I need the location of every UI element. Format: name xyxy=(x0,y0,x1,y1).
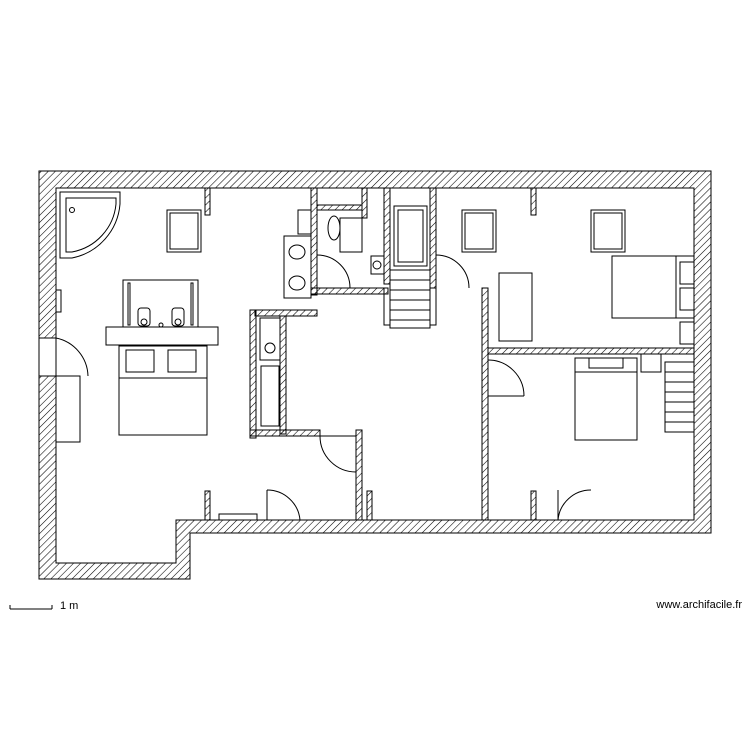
wall-stub-2 xyxy=(361,187,368,219)
wall-stair-east xyxy=(429,187,437,289)
door-south-1 xyxy=(266,489,301,521)
wall-central-west xyxy=(249,309,257,439)
door-bath xyxy=(435,254,470,289)
scale-label: 1 m xyxy=(60,600,79,612)
wall-central-east-closet xyxy=(279,315,287,435)
outdoor-stairs xyxy=(640,353,695,433)
exterior-wall xyxy=(38,170,712,580)
watermark-link[interactable]: www.archifacile.fr xyxy=(656,599,742,611)
window-north-1 xyxy=(166,209,202,253)
door-hall-east xyxy=(487,359,525,397)
wall-bedroom-divider xyxy=(487,347,695,355)
double-vanity xyxy=(105,279,219,346)
window-south-1 xyxy=(218,513,258,521)
door-west xyxy=(55,337,89,443)
wall-stub-3 xyxy=(530,187,537,216)
staircase xyxy=(389,269,431,329)
doors xyxy=(55,254,592,521)
toilet xyxy=(327,215,363,253)
furniture xyxy=(59,191,695,441)
window-west-small xyxy=(55,289,62,313)
washbasin xyxy=(370,255,385,275)
interior-walls xyxy=(204,187,695,521)
wall-hall-west xyxy=(355,429,363,521)
window-north-5 xyxy=(590,209,626,253)
wall-stair-west xyxy=(383,187,391,285)
double-bed-master xyxy=(118,345,208,436)
door-south-2 xyxy=(557,489,592,521)
wall-central-north xyxy=(254,309,318,317)
wall-hall-east xyxy=(481,287,489,521)
scale-bar xyxy=(9,605,53,610)
double-bed-north-east xyxy=(611,255,695,319)
wall-stub-6 xyxy=(530,490,537,521)
door-wc xyxy=(316,254,351,289)
window-north-3 xyxy=(393,205,428,267)
wall-wc-west xyxy=(310,187,318,296)
wall-wc-south xyxy=(310,287,389,295)
washing-machine xyxy=(259,317,281,427)
corner-shower xyxy=(59,191,121,259)
wall-stub-5 xyxy=(366,490,373,521)
wall-central-south xyxy=(249,429,321,437)
window-east xyxy=(679,321,695,345)
double-bed-south-east xyxy=(574,357,638,441)
window-north-4 xyxy=(461,209,497,253)
window-west xyxy=(38,337,57,377)
wall-wc-partition xyxy=(316,204,363,211)
door-central xyxy=(319,435,357,473)
desk xyxy=(498,272,533,342)
wall-stub-1 xyxy=(204,187,211,216)
wall-stub-4 xyxy=(204,490,211,521)
double-sink xyxy=(283,209,312,299)
